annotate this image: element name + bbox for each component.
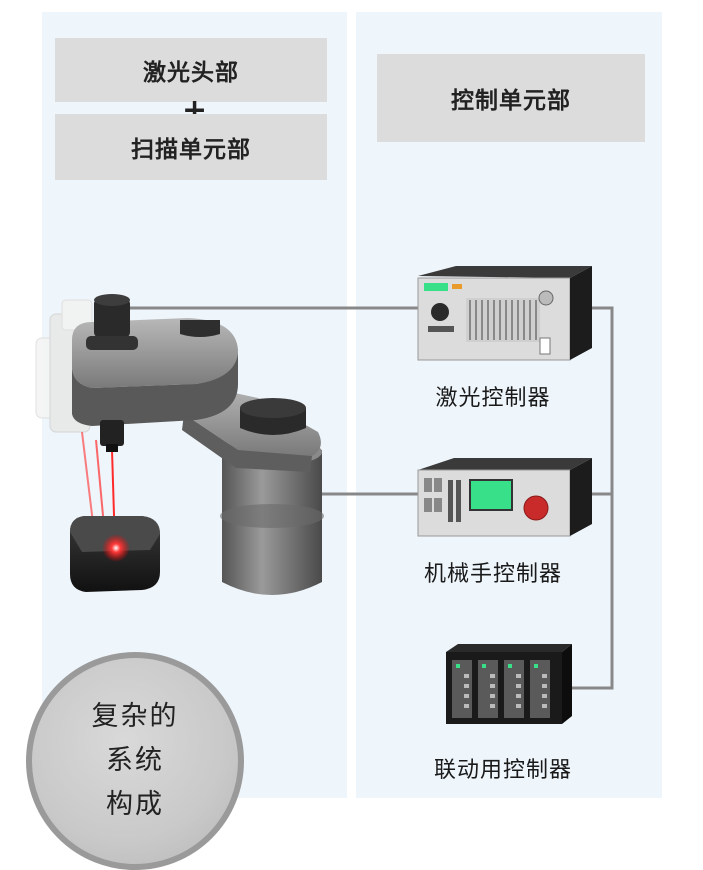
robot-controller-label: 机械手控制器 xyxy=(423,562,562,587)
complex-system-badge: 复杂的 系统 构成 xyxy=(26,652,244,870)
laser-head xyxy=(86,294,138,452)
laser-controller-label: 激光控制器 xyxy=(435,386,551,411)
laser-head-header: 激光头部 xyxy=(55,38,327,102)
badge-line-1: 复杂的 xyxy=(91,701,179,732)
workpiece-block xyxy=(70,516,160,592)
linkage-controller-device xyxy=(446,644,572,724)
linkage-controller-label: 联动用控制器 xyxy=(433,758,572,783)
badge-line-3: 构成 xyxy=(106,789,164,820)
laser-controller-device xyxy=(417,266,592,361)
robot-controller-device xyxy=(417,458,592,537)
scan-unit-header: 扫描单元部 xyxy=(55,114,327,180)
badge-line-2: 系统 xyxy=(106,745,164,776)
control-unit-header: 控制单元部 xyxy=(377,54,645,142)
